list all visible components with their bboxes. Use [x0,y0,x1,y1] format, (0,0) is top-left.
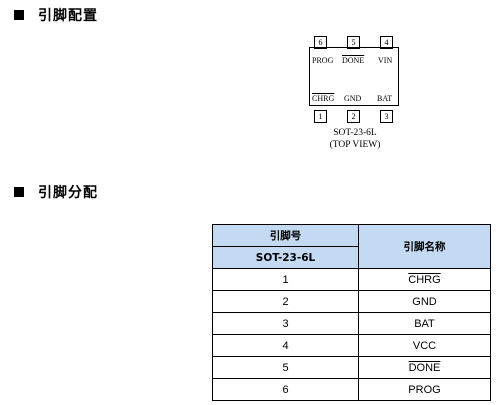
pin-number: 3 [212,312,359,335]
package-name: SOT-23-6L [333,128,377,138]
pin-name: GND [358,290,491,313]
square-bullet-icon [14,187,24,197]
table-header-row: SOT-23-6L [212,246,491,269]
package-pin-6: 6 [314,36,327,49]
label-done: DONE [342,56,365,65]
package-pin-4: 4 [380,36,393,49]
pin-name: CHRG [358,268,491,291]
pin-assignment-title: 引脚分配 [38,185,98,201]
label-bat: BAT [377,94,393,103]
pin-config-heading: 引脚配置 [14,5,98,25]
pin-number: 4 [212,334,359,357]
pin-assignment-heading: 引脚分配 [14,182,98,202]
package-view: (TOP VIEW) [329,140,381,150]
label-prog: PROG [312,56,334,65]
pin-number: 6 [212,378,359,401]
table-header-row: 引脚号 引脚名称 [212,224,491,269]
pin-name: PROG [358,378,491,401]
pin-number: 1 [212,268,359,291]
table-row: 2 GND [212,290,491,313]
table-row: 4 VCC [212,334,491,357]
package-pin-5: 5 [347,36,360,49]
label-chrg: CHRG [312,94,335,103]
pin-name: DONE [358,356,491,379]
package-pin-2: 2 [347,110,360,123]
pin-assignment-table: 引脚号 引脚名称 SOT-23-6L 1 CHRG 2 GND 3 BAT 4 … [212,224,491,401]
pin-number: 5 [212,356,359,379]
package-body [309,47,399,106]
package-pin-3: 3 [380,110,393,123]
pin-number: 2 [212,290,359,313]
square-bullet-icon [14,10,24,20]
pin-name: VCC [358,334,491,357]
table-row: 1 CHRG [212,268,491,291]
header-pin-name: 引脚名称 [358,224,491,269]
package-pin-1: 1 [314,110,327,123]
header-package: SOT-23-6L [212,246,359,269]
pin-config-title: 引脚配置 [38,8,98,24]
table-row: 3 BAT [212,312,491,335]
pin-name: BAT [358,312,491,335]
label-gnd: GND [344,94,362,103]
header-pin-no: 引脚号 [212,224,359,247]
label-vin: VIN [378,56,393,65]
table-row: 6 PROG [212,378,491,401]
table-row: 5 DONE [212,356,491,379]
